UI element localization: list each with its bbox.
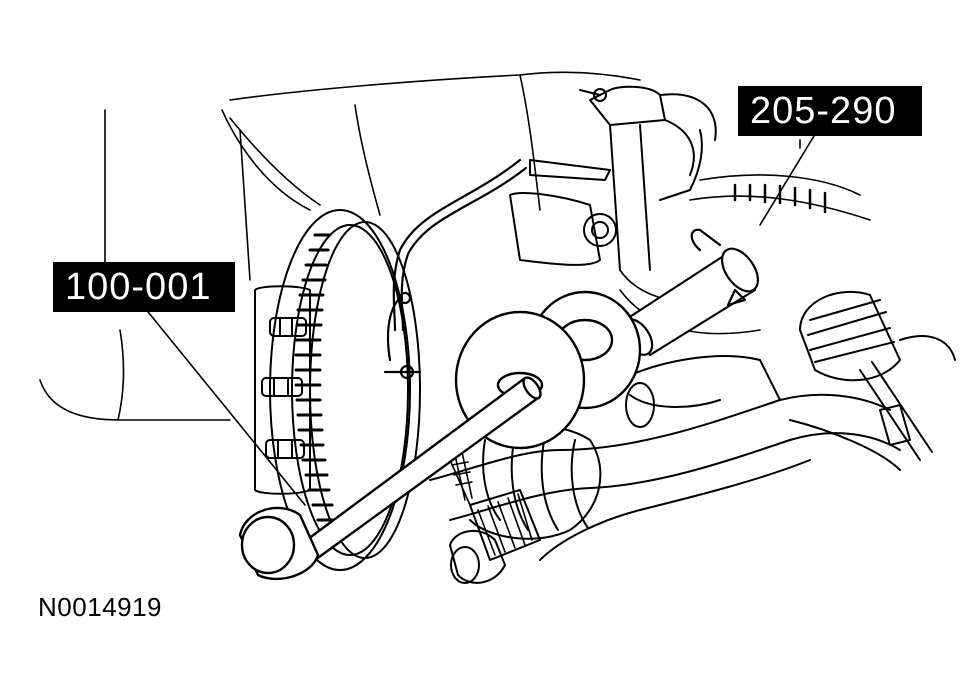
steering-knuckle [509,85,717,271]
callout-tool-100-001: 100-001 [53,262,235,312]
fender-outline [39,71,641,421]
splined-shaft [449,451,541,584]
wheel-hub [254,285,311,495]
callout-tool-205-290: 205-290 [738,86,922,136]
brake-line [383,158,528,380]
figure-id: N0014919 [38,592,162,622]
cv-boot-right [789,290,956,471]
tool-100-001-slide-hammer-rod [238,376,542,581]
leader-lines [139,125,821,506]
